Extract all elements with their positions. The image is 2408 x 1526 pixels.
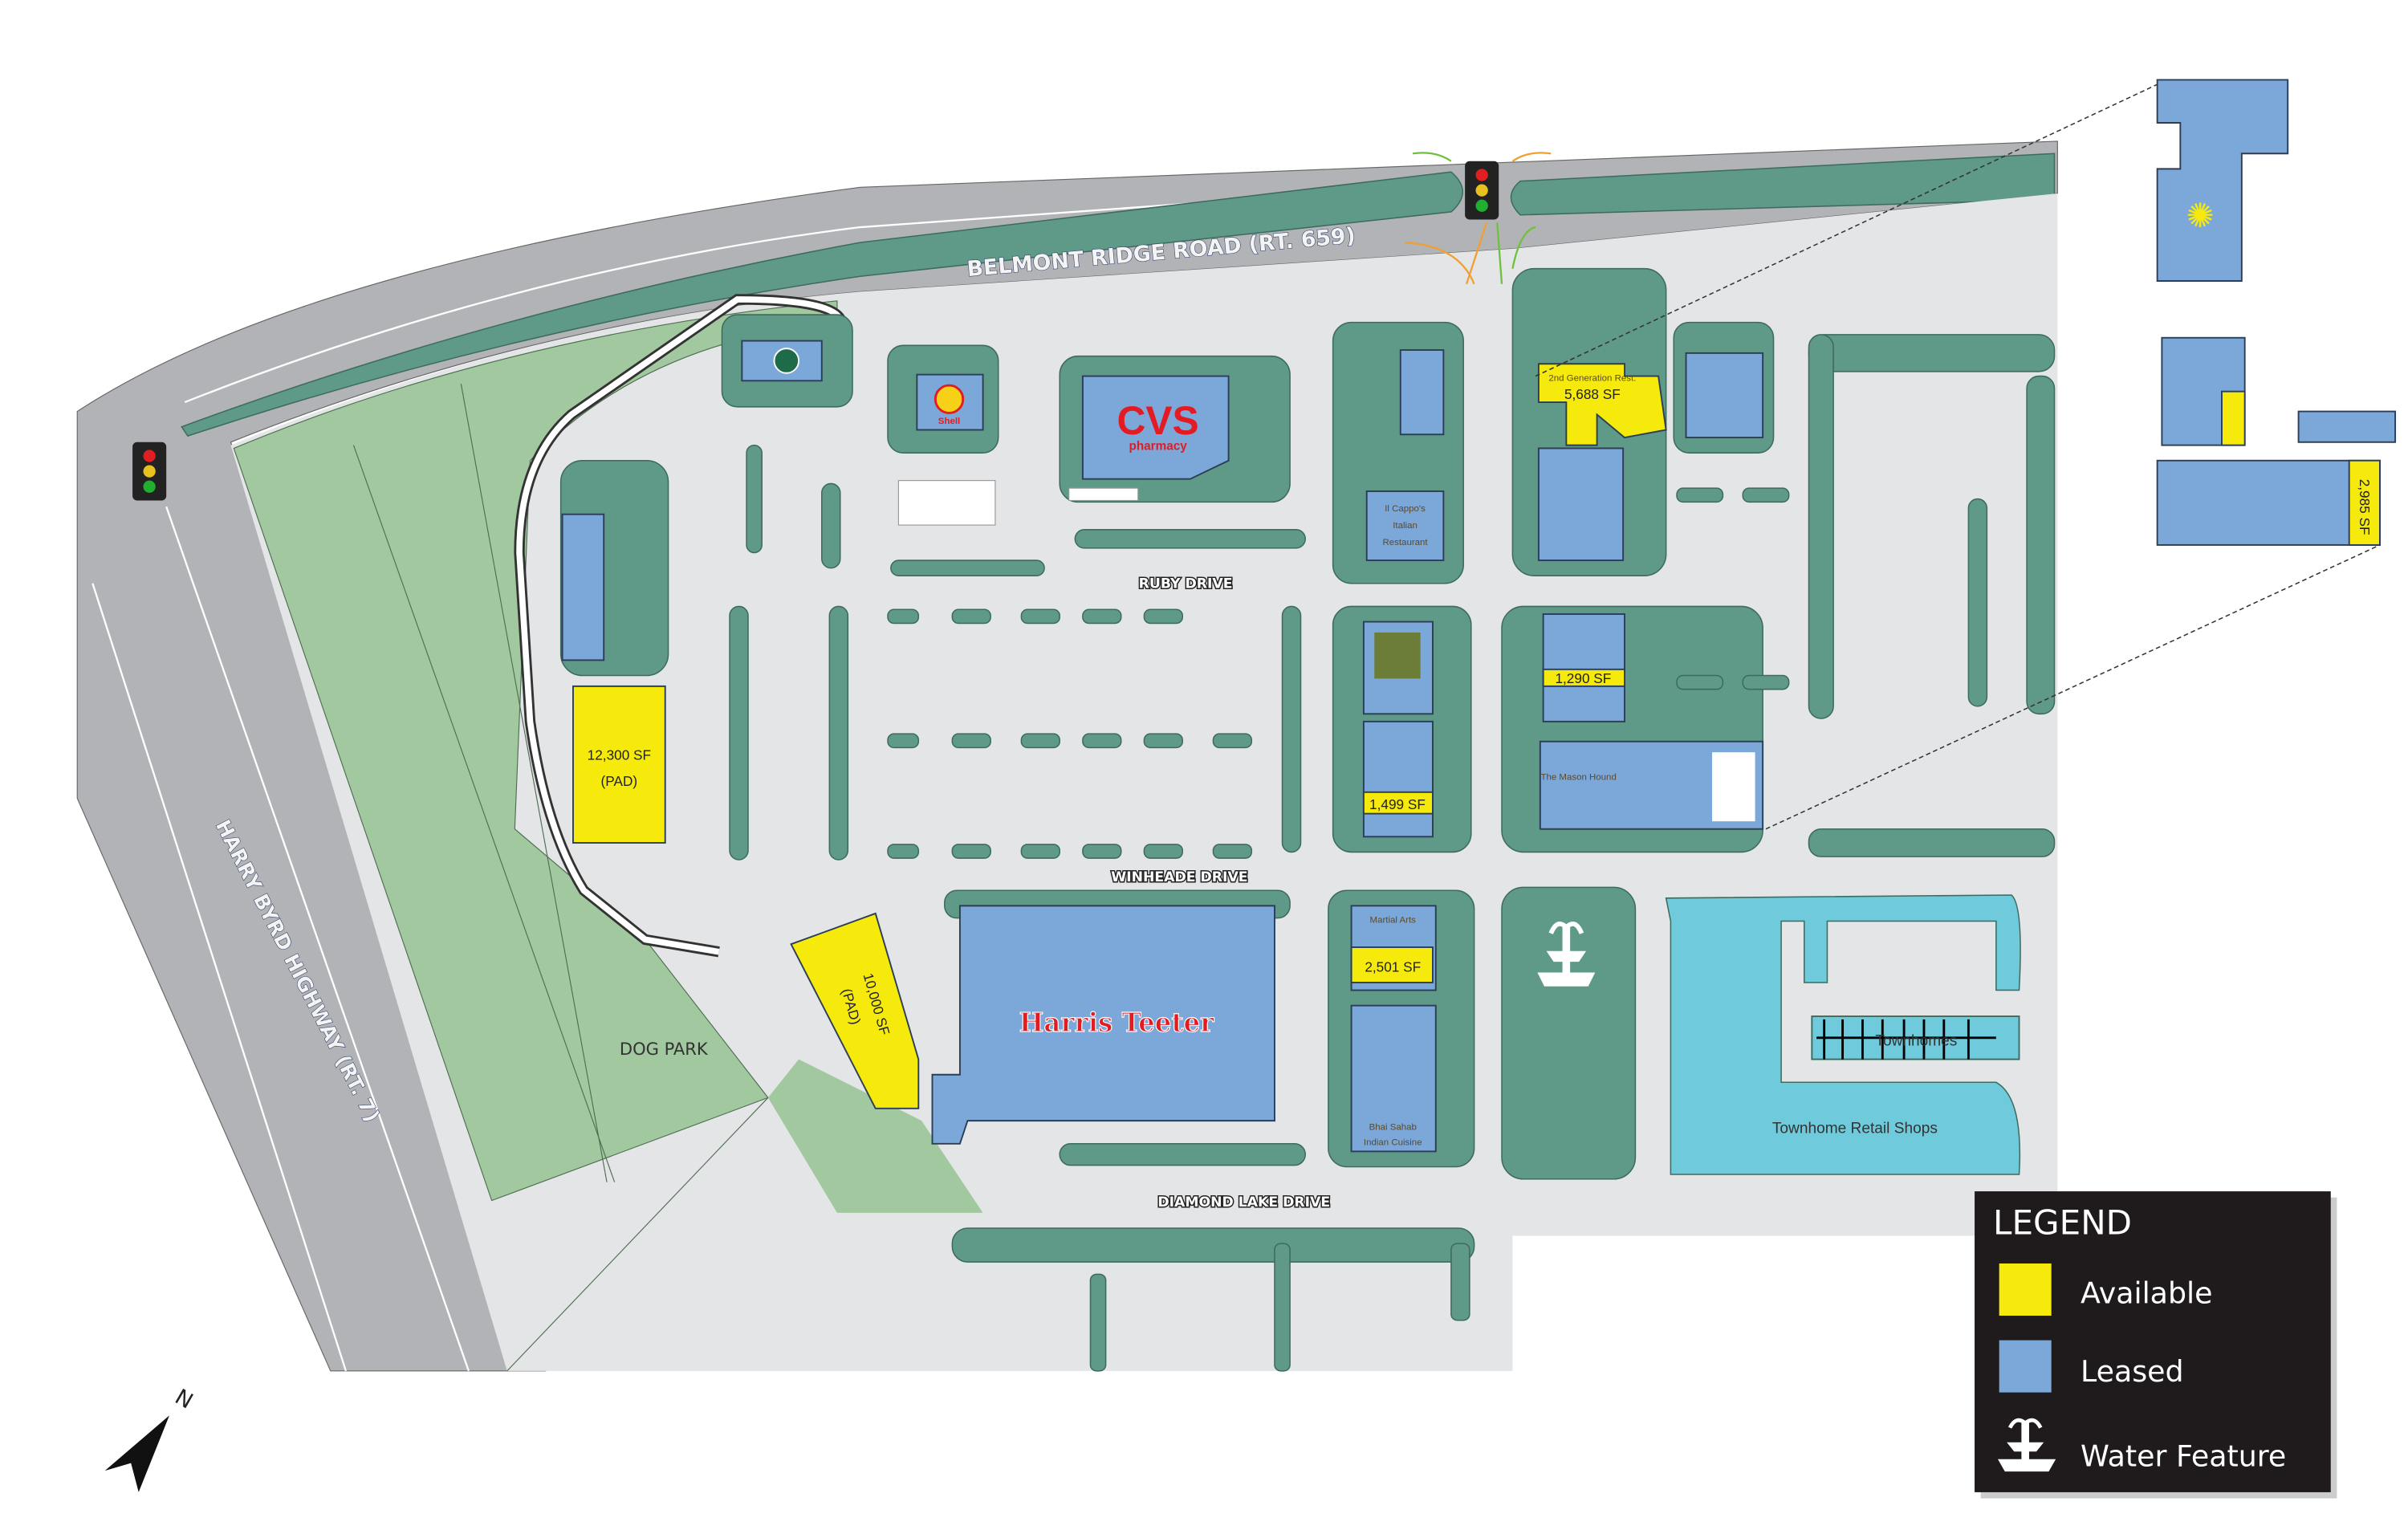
cvs-sub-label: pharmacy bbox=[1129, 439, 1188, 453]
tenant-building[interactable] bbox=[1362, 720, 1434, 838]
belmont-median bbox=[181, 171, 1463, 437]
space-2985-available[interactable] bbox=[2348, 459, 2381, 546]
legend-swatch-available bbox=[1999, 1263, 2052, 1316]
space-5688-available[interactable] bbox=[1537, 363, 1667, 446]
park-lines bbox=[352, 384, 769, 1372]
building-footprint-vacant bbox=[897, 480, 996, 526]
townhomes-label: Townhomes bbox=[1875, 1032, 1957, 1049]
inset-building-lower[interactable] bbox=[2156, 459, 2381, 546]
ruby-drive-label: RUBY DRIVE bbox=[1139, 576, 1233, 592]
parking-row-islands bbox=[887, 487, 1790, 1372]
traffic-light-icon bbox=[132, 442, 167, 501]
inset-tenant-label-box bbox=[2297, 410, 2397, 443]
space-1499-available[interactable] bbox=[1362, 791, 1434, 815]
space-2501-available[interactable] bbox=[1350, 946, 1434, 983]
sun-logo-icon: ✺ bbox=[2186, 198, 2215, 235]
space-1290-available[interactable] bbox=[1542, 668, 1625, 687]
legend-swatch-leased bbox=[1999, 1340, 2052, 1393]
chick-fil-a-building[interactable] bbox=[561, 513, 605, 661]
green-buffer bbox=[767, 1059, 983, 1213]
starbucks-logo-icon bbox=[773, 348, 800, 374]
winheade-drive-label: WINHEADE DRIVE bbox=[1111, 869, 1247, 885]
harris-teeter-label: Harris Teeter bbox=[1019, 1007, 1214, 1038]
il-cappo-label: Restaurant bbox=[1382, 538, 1428, 547]
belmont-median-east bbox=[1510, 153, 2056, 216]
tenant-building[interactable] bbox=[1542, 613, 1625, 722]
townhome-retail-area[interactable] bbox=[1665, 894, 2021, 1175]
shell-logo-icon bbox=[934, 384, 965, 414]
pad-10000-available[interactable] bbox=[790, 912, 920, 1109]
tenant-building[interactable] bbox=[1685, 352, 1764, 439]
cvs-building[interactable] bbox=[1081, 375, 1230, 480]
diamond-lake-drive-label: DIAMOND LAKE DRIVE bbox=[1157, 1194, 1330, 1211]
fountain-plaza bbox=[1501, 886, 1637, 1180]
mason-hound-label: The Mason Hound bbox=[1540, 773, 1616, 783]
martial-arts-label: Martial Arts bbox=[1370, 915, 1417, 925]
townhome-lot-lines bbox=[1816, 1019, 1996, 1060]
space-2501-label: 2,501 SF bbox=[1365, 959, 1421, 975]
legend-title: LEGEND bbox=[1993, 1203, 2132, 1243]
townhome-retail-label: Townhome Retail Shops bbox=[1772, 1120, 1938, 1137]
tenant-building[interactable] bbox=[1399, 349, 1445, 436]
legend-fountain-icon bbox=[1998, 1418, 2056, 1472]
legend: LEGEND Available Leased Water Feature bbox=[1975, 1191, 2337, 1499]
pad-a-type: (PAD) bbox=[601, 773, 638, 789]
fountain-icon bbox=[1537, 922, 1596, 987]
harris-teeter-building[interactable] bbox=[931, 905, 1275, 1145]
inset-building-north[interactable] bbox=[2156, 79, 2289, 282]
dog-park-label: DOG PARK bbox=[620, 1039, 709, 1059]
shell-label: Shell bbox=[938, 417, 960, 426]
inset-callout-lines bbox=[1535, 83, 2381, 830]
il-cappo-label: Italian bbox=[1393, 521, 1418, 531]
tenant-building[interactable] bbox=[1537, 447, 1625, 562]
traffic-light-icon bbox=[1465, 161, 1499, 220]
turn-arrows bbox=[1405, 152, 1552, 285]
space-1290-label: 1,290 SF bbox=[1555, 670, 1611, 686]
bhai-sahab-label: Indian Cuisine bbox=[1364, 1138, 1422, 1148]
space-5688-label: 5,688 SF bbox=[1564, 386, 1621, 402]
space-5688-tenant: 2nd Generation Rest. bbox=[1548, 373, 1636, 383]
legend-label-water-feature: Water Feature bbox=[2081, 1439, 2286, 1473]
tenant-row-building[interactable] bbox=[1350, 1004, 1437, 1153]
shell-building[interactable] bbox=[916, 373, 984, 431]
space-1499-label: 1,499 SF bbox=[1369, 796, 1426, 812]
il-cappo-building[interactable] bbox=[1365, 490, 1445, 562]
pad-a-size: 12,300 SF bbox=[588, 747, 651, 763]
tenant-logo-icon bbox=[1374, 632, 1421, 679]
lane-lines bbox=[92, 183, 1459, 1372]
space-2985-label: 2,985 SF bbox=[2357, 479, 2373, 535]
legend-label-leased: Leased bbox=[2081, 1354, 2184, 1389]
pad-12300-available[interactable] bbox=[572, 685, 666, 844]
bhai-sahab-label: Bhai Sahab bbox=[1369, 1123, 1417, 1133]
north-arrow-icon: N bbox=[104, 1385, 197, 1492]
dog-park-area bbox=[233, 300, 838, 1202]
il-cappo-label: Il Cappo's bbox=[1385, 504, 1426, 514]
north-label: N bbox=[171, 1385, 197, 1414]
inset-space-available[interactable] bbox=[2221, 390, 2246, 446]
cvs-label: CVS bbox=[1117, 398, 1199, 443]
legend-label-available: Available bbox=[2081, 1276, 2212, 1311]
